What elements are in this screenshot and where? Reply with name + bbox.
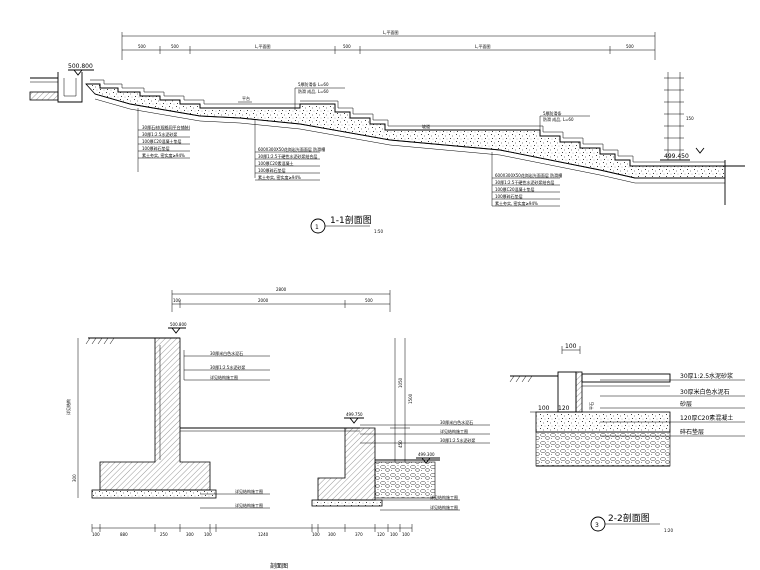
platform-label: 平台 [242,95,250,101]
section1-scale: 1:50 [374,229,383,234]
layer-note: 100厚碎石垫层 [142,145,170,151]
bottom-dim: 300 [186,532,194,537]
note-1: 5厚防滑条 L=60 [298,81,329,87]
dim-label: 500 [343,44,351,49]
layer-note: 100厚C20素混凝土 [258,160,294,166]
section2-caption: 剖面图 [270,562,288,570]
left-retaining-wall [99,337,211,491]
s3-layer: 120厚C20素混凝土 [680,414,733,422]
bottom-dim: 120 [377,532,385,537]
layer-note: 30厚石材(规格同平台铺装) [142,124,191,130]
note-2: 5厚防滑条 [543,110,562,116]
bottom-dim: 100 [204,532,212,537]
bottom-dim: 100 [312,532,320,537]
layer-note: 素土夯实, 密实度≥94% [258,174,301,180]
note-mid-1: 30厚米白色水泥石 [440,419,473,425]
note-mid-2: 详见结构施工图 [440,428,468,434]
dim-label: 500 [138,44,146,49]
layer-note: 30厚1:2.5干硬性水泥砂浆结合层 [258,153,317,159]
s3-vlabel: 平石 [589,402,594,410]
note-1b: 防滑 成品, L=60 [298,88,329,94]
s3-dim-left1: 100 [538,405,550,412]
layer-note: 30厚1:2.5水泥砂浆 [142,131,177,137]
section1-title: 1-1剖面图 [330,214,372,226]
bottom-dim: 100 [92,532,100,537]
layer-note: 100厚碎石垫层 [258,167,286,173]
bottom-dim: 1240 [258,532,269,537]
foot-left-1: 详见结构施工图 [235,488,263,494]
gravel-base [535,431,671,467]
layer-note: 素土夯实, 密实度≥94% [142,152,185,158]
foot-left-2: 详见结构施工图 [235,502,263,508]
dim-total: 2800 [276,287,287,292]
section-2-2: 100 100 120 平石 30厚1:2.5水泥砂浆 30厚米白色水泥石 砂层… [509,343,745,533]
section3-number: 3 [595,522,599,529]
bottom-dim: 370 [355,532,363,537]
bottom-dim: 880 [120,532,128,537]
layer-notes-a: 30厚石材(规格同平台铺装) 30厚1:2.5水泥砂浆 100厚C20混凝土垫层… [137,108,191,172]
vdim-label: 150 [686,116,694,121]
elev-left: 500.800 [68,63,93,70]
foot-right-1: 详见结构施工图 [430,494,458,500]
dim-label: L,平面图 [475,43,491,49]
elev-top: 500.800 [170,322,187,327]
left-vlabel: 详见结构 [65,399,71,415]
s3-dim-top: 100 [565,343,577,350]
note-2b: 防滑 成品, L=60 [543,116,574,122]
section1-number: 1 [315,224,319,231]
dim-label: 500 [626,44,634,49]
s3-layer: 30厚米白色水泥石 [680,388,730,396]
section-1-1: L,平面图 500 500 L,平面图 500 L,平面图 500 500.80… [29,29,745,234]
bottom-dim: 100 [390,532,398,537]
s3-layer: 砂层 [680,400,692,408]
elev-low: 499.300 [418,452,435,457]
layer-notes-c: 600X300X50花岗岩光面面层 防滑槽 30厚1:2.5干硬性水泥砂浆结合层… [491,152,562,207]
layer-note: 100厚C20混凝土垫层 [495,186,535,192]
layer-notes-b: 600X300X50花岗岩光面面层 防滑槽 30厚1:2.5干硬性水泥砂浆结合层… [254,120,325,181]
dim-1500: 1500 [408,393,413,404]
layer-note: 100厚C20混凝土垫层 [142,138,182,144]
elev-right: 499.450 [664,153,689,160]
drainage-channel [57,72,83,103]
dim-a: 100 [173,298,181,303]
note-top-2: 30厚1:2.5水泥砂浆 [210,364,245,370]
dim-450: 450 [398,440,403,448]
section1-dimension-chain: L,平面图 500 500 L,平面图 500 L,平面图 500 [121,29,656,60]
bottom-dim: 100 [402,532,410,537]
elev-mid: 499.750 [346,412,363,417]
dim-label: 500 [171,44,179,49]
dim-label: L,平面图 [255,43,271,49]
section3-title: 2-2剖面图 [608,512,650,524]
dim-1050: 1050 [398,377,403,388]
layer-note: 30厚1:2.5干硬性水泥砂浆结合层 [495,179,554,185]
gravel-bed [374,461,436,499]
section-retaining-wall: 2800 100 2000 500 500.800 499.750 499.30… [65,287,490,570]
s3-layer: 碎石垫层 [680,428,704,436]
bottom-dim: 300 [328,532,336,537]
dim-overall: L,平面图 [383,29,399,35]
bottom-dim: 250 [160,532,168,537]
dim-300: 300 [72,474,77,482]
ramp-label: 坡道 [422,123,430,129]
section3-scale: 1:20 [664,528,673,533]
note-top-1: 30厚米白色水泥石 [210,350,243,356]
dim-c: 500 [365,298,373,303]
layer-note: 600X300X50花岗岩光面面层 防滑槽 [495,172,562,178]
s3-layer: 30厚1:2.5水泥砂浆 [680,372,733,380]
foot-right-2: 详见结构施工图 [430,504,458,510]
right-retaining-wall [317,427,376,501]
layer-note: 素土夯实, 密实度≥94% [495,200,538,206]
stair-fill [85,83,726,179]
layer-note: 600X300X50花岗岩光面面层 防滑槽 [258,146,325,152]
dim-b: 2000 [258,298,269,303]
note-top-3: 详见结构施工图 [210,374,238,380]
layer-note: 100厚碎石垫层 [495,193,523,199]
note-mid-3: 30厚1:2.5水泥砂浆 [440,437,475,443]
s3-dim-left2: 120 [558,405,570,412]
